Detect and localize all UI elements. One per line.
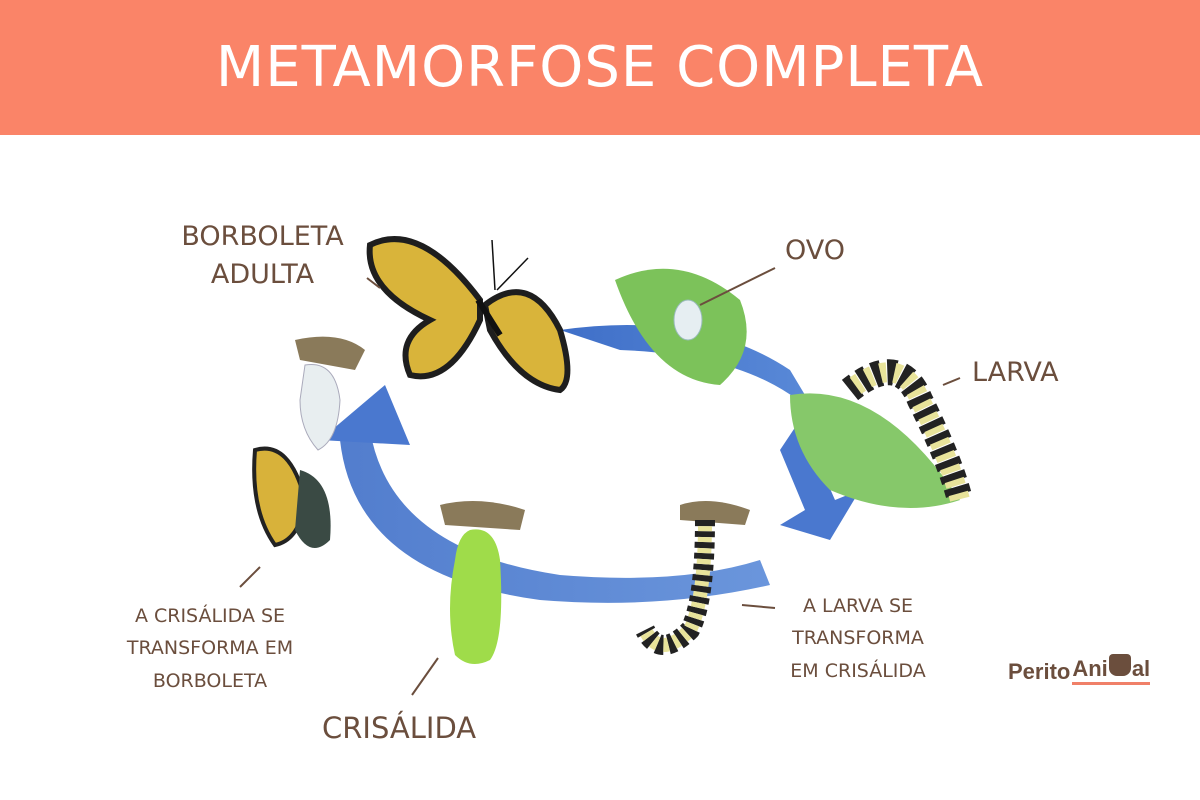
logo-text-perito: Perito (1008, 659, 1071, 684)
label-larva: LARVA (972, 357, 1059, 388)
logo-text-ani: Ani (1072, 656, 1108, 681)
label-egg: OVO (785, 235, 846, 266)
prepupa-illustration (636, 501, 776, 655)
label-adult-butterfly: BORBOLETA ADULTA (170, 218, 355, 294)
logo-text-al: al (1131, 656, 1151, 681)
title-banner: METAMORFOSE COMPLETA (0, 0, 1200, 135)
cycle-arrow-right (780, 420, 860, 540)
cycle-arrow-left-head (320, 385, 410, 445)
adult-butterfly-illustration (366, 236, 571, 394)
label-line: A CRISÁLIDA SE (134, 605, 286, 627)
label-larva-to-pupa: A LARVA SE TRANSFORMA EM CRISÁLIDA (770, 590, 946, 687)
label-line: BORBOLETA (152, 669, 268, 692)
label-chrysalis: CRISÁLIDA (322, 711, 477, 745)
label-line: BORBOLETA (181, 221, 344, 252)
label-line: TRANSFORMA EM (126, 637, 294, 660)
cat-icon (1108, 654, 1131, 676)
chrysalis-illustration (411, 501, 525, 696)
label-line: TRANSFORMA (792, 627, 924, 650)
cycle-arrow-top (560, 325, 820, 420)
emerging-butterfly-illustration (239, 336, 365, 588)
cycle-arrow-bottom (340, 430, 770, 603)
label-line: ADULTA (210, 258, 315, 290)
label-line: EM CRISÁLIDA (790, 659, 926, 682)
label-line: A LARVA SE (802, 595, 914, 617)
egg-illustration (615, 267, 776, 385)
page-title: METAMORFOSE COMPLETA (215, 35, 985, 100)
larva-illustration (790, 359, 973, 508)
label-pupa-to-adult: A CRISÁLIDA SE TRANSFORMA EM BORBOLETA (110, 600, 310, 697)
